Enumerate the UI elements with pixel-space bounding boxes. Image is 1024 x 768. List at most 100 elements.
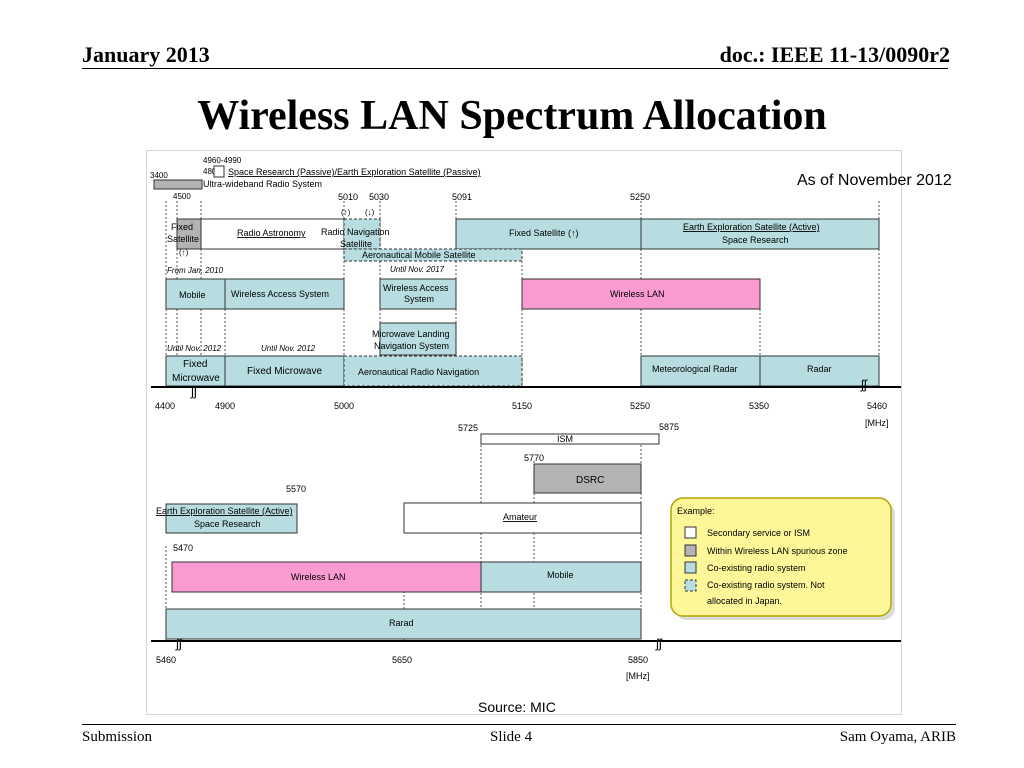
label-radio-astronomy: Radio Astronomy [237,228,306,238]
upper-unit: [MHz] [865,418,889,428]
legend-label-not-allocated-1: Co-existing radio system. Not [707,580,825,590]
source-label: Source: MIC [478,699,556,714]
radar-upper-box [759,355,880,387]
lower-break-right: ʃʃ [655,636,663,651]
marker-5030: 5030 [369,192,389,202]
legend-swatch-secondary [684,526,697,539]
radio-astronomy-box [200,218,345,250]
marker-5875: 5875 [659,422,679,432]
radar-lower-box [165,608,642,640]
legend-label-secondary: Secondary service or ISM [707,528,810,538]
arrow-up-fixed-satellite-left: (↑) [179,248,189,257]
note-until-nov-2012-left: Until Nov. 2012 [167,344,222,353]
marker-4960-4990: 4960-4990 [203,156,242,165]
label-radio-nav-sat-1: Radio Navigation [321,227,390,237]
mobile-box [165,278,226,310]
amateur-box [403,502,642,534]
arrow-up-5010: (↑) [341,208,351,217]
label-fixed-satellite-right: Fixed Satellite (↑) [509,228,579,238]
legend-swatch-not-allocated [684,579,697,592]
label-space-research-upper: Space Research [722,235,789,245]
note-from-jan-2010: From Jan. 2010 [167,266,224,275]
lower-tick-5650: 5650 [392,655,412,665]
legend-label-coexist: Co-existing radio system [707,563,806,573]
label-amateur: Amateur [503,512,537,522]
label-meteorological-radar: Meteorological Radar [652,364,738,374]
earth-exploration-box [640,218,880,250]
marker-5010: 5010 [338,192,358,202]
upper-tick-5150: 5150 [512,401,532,411]
marker-5570: 5570 [286,484,306,494]
footer-rule [82,724,956,725]
uwb-bar [153,179,203,190]
upper-tick-4900: 4900 [215,401,235,411]
earth-exploration-lower-box [165,503,298,534]
lower-break-left: ʃʃ [175,636,183,651]
spectrum-figure: .box { stroke: #333; stroke-width: 1; } … [146,150,902,715]
label-radar-lower: Rarad [389,618,414,628]
label-was-mid-2: System [404,294,434,304]
label-ism: ISM [557,434,573,444]
radio-nav-satellite-box [343,218,381,250]
upper-tick-5250: 5250 [630,401,650,411]
upper-axis-ticks: 4400 4900 5000 5150 5250 5350 5460 [MHz] [155,401,889,428]
fixed-microwave-box [224,355,345,387]
legend-label-not-allocated-2: allocated in Japan. [707,596,782,606]
was-mid-box [379,278,457,310]
label-mls-1: Microwave Landing [372,329,450,339]
label-fixed-satellite-left-1: Fixed [171,222,193,232]
legend-swatch-spurious [684,544,697,557]
label-wireless-lan-lower: Wireless LAN [291,572,346,582]
note-until-nov-2012-mid: Until Nov. 2012 [261,344,316,353]
label-earth-exploration-lower: Earth Exploration Satellite (Active) [156,506,293,516]
label-uwb: Ultra-wideband Radio System [203,179,322,189]
spectrum-diagram: .box { stroke: #333; stroke-width: 1; } … [150,156,901,714]
header-date: January 2013 [82,42,210,67]
lower-tick-5850: 5850 [628,655,648,665]
label-aero-radio-nav: Aeronautical Radio Navigation [358,367,479,377]
slide-title: Wireless LAN Spectrum Allocation [197,93,827,139]
upper-tick-5000: 5000 [334,401,354,411]
footer-submission: Submission [82,729,153,745]
label-fixed-microwave-left-1: Fixed [183,359,207,370]
marker-5470: 5470 [173,543,193,553]
label-was-mid-1: Wireless Access [383,283,449,293]
wireless-lan-lower-box [171,561,482,593]
upper-break-left: ʃʃ [190,384,198,399]
marker-5725: 5725 [458,423,478,433]
label-space-research-passive: Space Research (Passive)/Earth Explorati… [228,167,481,177]
upper-tick-4400: 4400 [155,401,175,411]
label-fixed-satellite-left-2: Satellite [167,234,199,244]
marker-5091: 5091 [452,192,472,202]
as-of-date: As of November 2012 [797,172,952,189]
label-fixed-microwave: Fixed Microwave [247,366,322,377]
mobile-lower-box [480,561,642,593]
lower-axis-ticks: 5460 5650 5850 [MHz] [156,655,650,681]
marker-4800: 4800 [203,167,221,176]
wireless-lan-upper-box [521,278,761,310]
footer-author: Sam Oyama, ARIB [839,729,956,745]
meteorological-radar-box [640,355,761,387]
label-space-research-lower: Space Research [194,519,261,529]
aero-mobile-satellite-box [343,248,523,262]
label-radar-upper: Radar [807,364,832,374]
lower-tick-5460: 5460 [156,655,176,665]
footer-slide-number: Slide 4 [490,729,533,745]
label-was-left: Wireless Access System [231,289,329,299]
note-until-nov-2017: Until Nov. 2017 [390,265,445,274]
space-research-passive-box [213,165,225,178]
marker-3400: 3400 [150,171,168,180]
legend: Example: Secondary service or ISM Within… [670,497,895,620]
upper-tick-5460: 5460 [867,401,887,411]
fixed-satellite-left-box [176,218,202,250]
label-fixed-microwave-left-2: Microwave [172,373,220,384]
was-left-box [224,278,345,310]
arrow-down-5030: (↓) [365,208,375,217]
marker-5250: 5250 [630,192,650,202]
header-doc-id: doc.: IEEE 11-13/0090r2 [719,42,950,67]
marker-5770: 5770 [524,453,544,463]
legend-label-spurious: Within Wireless LAN spurious zone [707,546,848,556]
label-wireless-lan-upper: Wireless LAN [610,289,665,299]
upper-tick-5350: 5350 [749,401,769,411]
legend-swatch-coexist [684,561,697,574]
